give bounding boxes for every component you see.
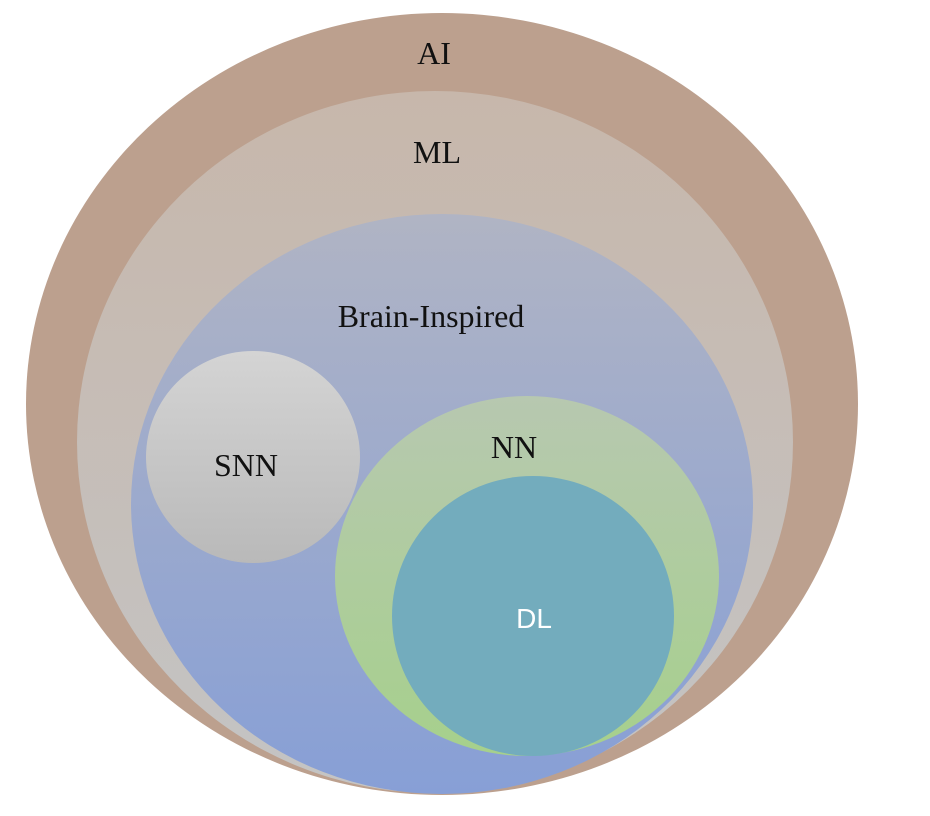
ml-label: ML [413,134,461,170]
dl-label: DL [516,603,552,634]
brain-inspired-label: Brain-Inspired [338,298,525,334]
snn-circle [146,351,360,563]
nn-label: NN [491,429,537,465]
dl-circle [392,476,674,756]
ai-label: AI [417,35,451,71]
snn-label: SNN [214,447,278,483]
